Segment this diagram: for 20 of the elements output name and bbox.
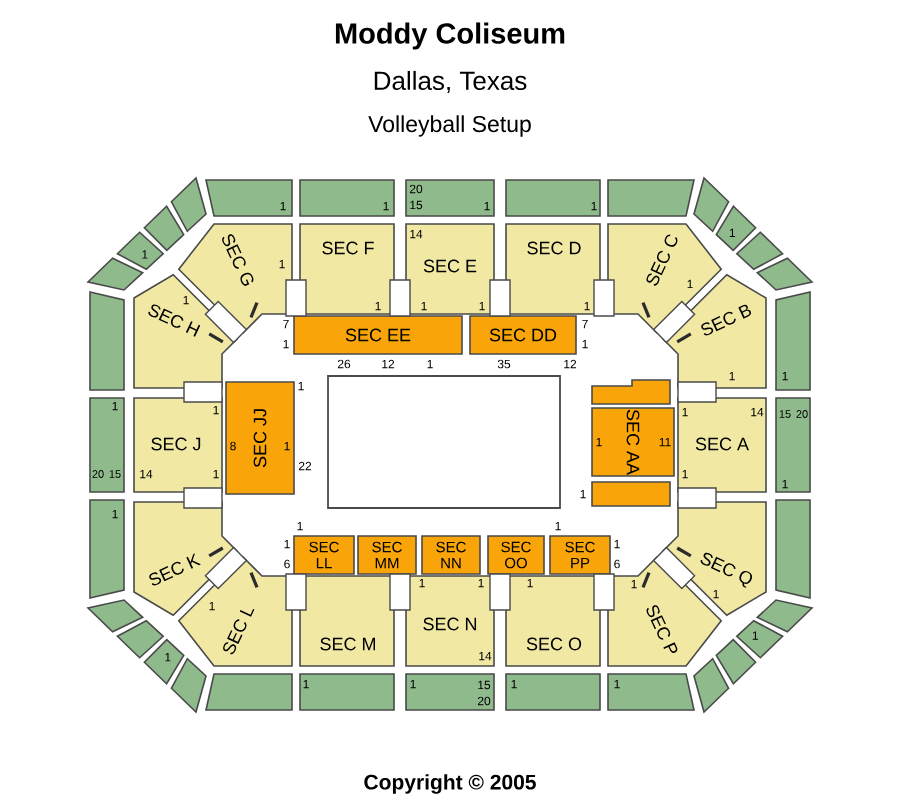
subtitle: Volleyball Setup xyxy=(368,115,531,137)
seating-section xyxy=(170,657,207,714)
seating-section: SEC EE xyxy=(293,315,463,355)
copyright-note: Copyright © 2005 xyxy=(364,774,536,794)
seating-section xyxy=(205,673,293,711)
seating-section xyxy=(170,176,207,233)
seating-section xyxy=(693,657,730,714)
court-outline xyxy=(327,375,561,509)
subtitle: Dallas, Texas xyxy=(374,70,527,94)
seating-section xyxy=(607,179,695,217)
seating-section xyxy=(715,638,757,685)
seating-section: SEC M xyxy=(299,575,395,667)
seating-section xyxy=(591,379,671,405)
seating-section xyxy=(735,231,784,271)
seating-section xyxy=(693,176,730,233)
seating-section xyxy=(143,205,185,252)
seating-section xyxy=(775,499,811,599)
seating-section xyxy=(116,619,165,659)
seating-section: SEC DD xyxy=(469,315,577,355)
title: Moddy Coliseum xyxy=(335,22,565,50)
